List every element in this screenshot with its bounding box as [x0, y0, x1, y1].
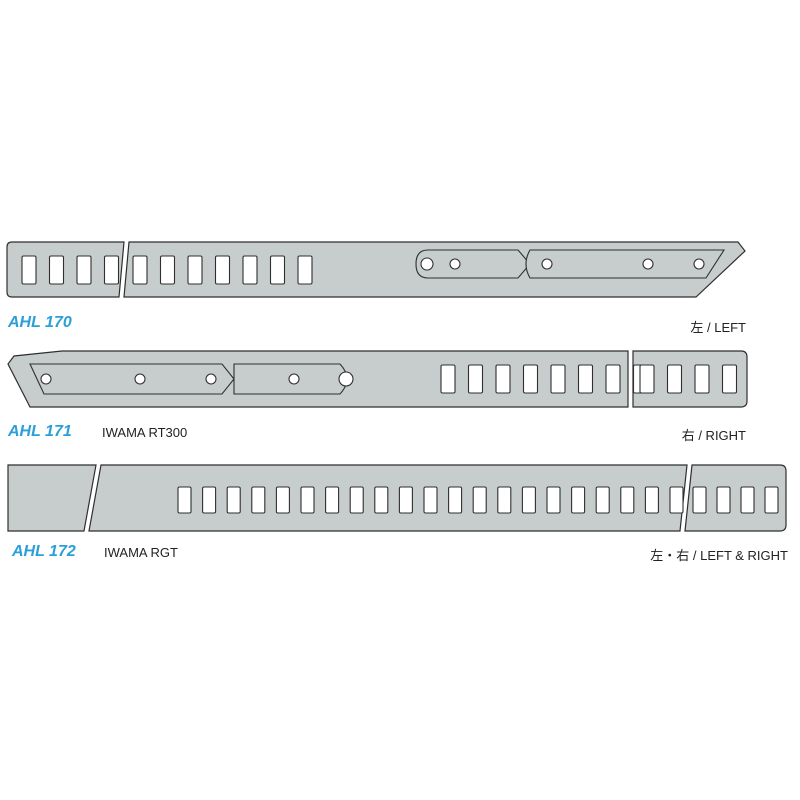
slot	[325, 486, 340, 514]
slot	[76, 255, 92, 285]
slot	[48, 255, 65, 285]
bolt-hole	[541, 258, 553, 270]
slot	[721, 364, 738, 394]
slot	[669, 486, 684, 514]
slot	[692, 486, 707, 514]
ahl170-inner-plate-right	[525, 249, 726, 279]
side-label-ahl172: 左・右 / LEFT & RIGHT	[650, 548, 788, 563]
slot	[467, 364, 484, 394]
ahl170-large-slots	[132, 255, 313, 285]
slot	[297, 255, 313, 285]
ahl172-large-slots	[177, 486, 684, 514]
slot	[448, 486, 463, 514]
slot	[571, 486, 586, 514]
slot	[226, 486, 241, 514]
slot	[716, 486, 731, 514]
side-label-ahl170: 左 / LEFT	[690, 320, 746, 335]
bolt-hole	[693, 258, 705, 270]
slot	[644, 486, 659, 514]
slot	[694, 364, 710, 394]
ahl170-bolt-holes	[420, 257, 705, 271]
slot	[595, 486, 610, 514]
slot	[214, 255, 231, 285]
ahl171-bolt-holes	[40, 371, 354, 387]
slot	[132, 255, 148, 285]
bolt-hole	[449, 258, 461, 270]
model-label-ahl172: IWAMA RGT	[104, 545, 178, 560]
part-ahl-170	[6, 241, 746, 298]
slot	[740, 486, 755, 514]
slot	[639, 364, 655, 394]
slot	[440, 364, 456, 394]
slot	[472, 486, 487, 514]
bolt-hole	[134, 373, 146, 385]
slot	[620, 486, 635, 514]
bolt-hole	[642, 258, 654, 270]
slot	[522, 364, 539, 394]
slot	[187, 255, 203, 285]
slot	[521, 486, 536, 514]
ahl170-inner-plate-left	[415, 249, 531, 279]
part-ahl-171	[7, 350, 748, 408]
slot	[423, 486, 438, 514]
part-code-ahl170: AHL 170	[8, 314, 72, 331]
ahl171-large-slots	[440, 364, 649, 394]
ahl172-small-slots	[692, 486, 779, 514]
slot	[202, 486, 217, 514]
slot	[300, 486, 315, 514]
slot	[177, 486, 192, 514]
slot	[550, 364, 566, 394]
slot	[275, 486, 290, 514]
slot	[546, 486, 561, 514]
part-code-ahl172: AHL 172	[12, 543, 76, 560]
model-label-ahl171: IWAMA RT300	[102, 425, 188, 440]
side-label-ahl171: 右 / RIGHT	[681, 428, 746, 443]
slot	[497, 486, 512, 514]
slot	[251, 486, 266, 514]
slot	[103, 255, 120, 285]
part-ahl-172	[7, 464, 787, 532]
slot	[605, 364, 621, 394]
ahl171-small-slots	[639, 364, 738, 394]
slot	[21, 255, 37, 285]
ahl171-inner-plate-left	[29, 363, 235, 395]
ahl170-small-slots	[21, 255, 120, 285]
bolt-hole	[205, 373, 217, 385]
slot	[398, 486, 413, 514]
slot	[764, 486, 779, 514]
ahl172-short-section	[684, 464, 787, 532]
bolt-hole	[288, 373, 300, 385]
ahl172-end-section	[7, 464, 97, 532]
part-code-ahl171: AHL 171	[8, 423, 72, 440]
slot	[666, 364, 683, 394]
slot	[577, 364, 594, 394]
bolt-hole	[338, 371, 354, 387]
slot	[269, 255, 286, 285]
slot	[159, 255, 176, 285]
slot	[349, 486, 364, 514]
bolt-hole	[420, 257, 434, 271]
ahl171-short-section	[632, 350, 748, 408]
slot	[374, 486, 389, 514]
slot	[242, 255, 258, 285]
slot	[495, 364, 511, 394]
bolt-hole	[40, 373, 52, 385]
